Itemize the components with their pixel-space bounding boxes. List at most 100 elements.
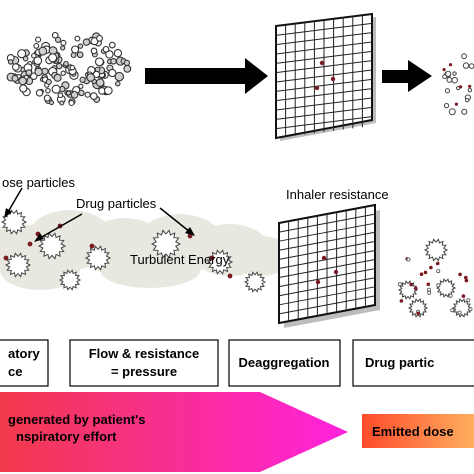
carrier-particle [58, 269, 82, 291]
powder-grain [25, 69, 33, 76]
grid-line [275, 60, 373, 74]
dispersed-grain [461, 108, 468, 115]
powder-grain [108, 41, 116, 49]
powder-grain [78, 89, 85, 97]
carrier-particle [84, 245, 112, 271]
powder-grain [7, 59, 14, 65]
carrier-particle [206, 249, 234, 275]
grid-line [275, 116, 373, 130]
drug-particle [448, 63, 453, 67]
powder-grain [63, 60, 69, 67]
powder-grain [45, 87, 51, 94]
dispersed-particles-middle [397, 238, 473, 318]
powder-grain [86, 73, 96, 82]
grid-line [275, 50, 373, 64]
dispersed-grain [467, 88, 473, 93]
dispersed-grain [457, 310, 462, 315]
powder-grain [60, 70, 66, 76]
stage-box-4-line1: Drug partic [365, 355, 434, 370]
powder-grain [19, 84, 28, 93]
powder-grain [60, 45, 66, 51]
powder-grain [102, 45, 110, 53]
drug-particle [399, 299, 404, 303]
emitted-dose-box: Emitted dose [362, 414, 474, 448]
drug-particle [89, 243, 95, 249]
turbulent-energy-label: Turbulent Energy [130, 252, 230, 267]
powder-grain [113, 49, 123, 58]
powder-grain [43, 94, 51, 102]
powder-grain [74, 35, 81, 42]
dispersed-grain [397, 282, 402, 287]
powder-grain [115, 80, 121, 87]
grid-line [278, 231, 376, 251]
powder-grain [60, 39, 67, 46]
powder-grain [11, 74, 19, 82]
dispersed-grain [406, 257, 411, 262]
powder-grain [78, 83, 84, 89]
carrier-particle [0, 209, 28, 235]
stage-box-3-line1: Deaggregation [238, 355, 329, 370]
powder-grain [123, 59, 131, 67]
powder-grain [45, 78, 52, 85]
drug-particles-label: Drug particles [76, 196, 157, 211]
drug-particle [209, 255, 215, 261]
dispersed-grain [468, 63, 474, 69]
grid-line [278, 277, 376, 297]
drug-particle [461, 294, 466, 298]
inhaler-grid-middle [278, 203, 380, 328]
cloud-blob [100, 252, 200, 288]
dispersed-grain [436, 283, 441, 288]
powder-grain [38, 46, 48, 56]
drug-particle [27, 241, 33, 247]
dispersed-carrier [451, 298, 473, 318]
dispersed-grain [445, 70, 452, 77]
stage-box-3: Deaggregation [228, 339, 341, 387]
drug-particle [3, 255, 9, 261]
drug-particle [426, 282, 431, 287]
powder-grain [110, 58, 117, 65]
powder-grain [11, 63, 20, 71]
grid-line [278, 295, 376, 315]
powder-grain [33, 56, 43, 65]
drug-particle [458, 272, 462, 277]
drug-particle [464, 278, 469, 283]
drug-particle [414, 286, 418, 291]
dispersed-grain [451, 76, 459, 84]
grid-line [275, 32, 373, 46]
cloud-blob [232, 236, 292, 276]
grid-line [278, 268, 376, 288]
grid-line [275, 106, 373, 120]
powder-grain [79, 76, 86, 83]
stage-box-4: Drug partic [352, 339, 474, 387]
powder-grain [105, 50, 114, 59]
patient-effort-line1: generated by patient's [8, 412, 145, 427]
lactose-particles-label: ose particles [2, 175, 75, 190]
powder-grain [82, 38, 91, 46]
powder-grain [17, 49, 27, 59]
powder-grain [103, 86, 113, 95]
carrier-and-drug-particles [0, 209, 267, 293]
powder-grain [90, 47, 98, 55]
dispersed-carrier [423, 238, 449, 262]
patient-effort-line2: nspiratory effort [16, 429, 117, 444]
powder-grain [51, 31, 59, 39]
grid-line [275, 41, 373, 55]
powder-grain [33, 42, 40, 49]
powder-grain [35, 36, 42, 43]
stage-box-1-line1: atory [8, 346, 41, 361]
emitted-dose-label: Emitted dose [372, 424, 454, 439]
powder-grain [53, 73, 62, 82]
dispersed-grain [461, 53, 468, 60]
powder-grain [48, 100, 55, 106]
dispersed-grain [448, 293, 453, 298]
powder-grain [35, 89, 44, 97]
powder-grain [59, 100, 65, 106]
stage-box-1: atory ce [0, 339, 49, 387]
powder-grain [94, 57, 104, 67]
dispersed-grain [452, 71, 457, 76]
dispersed-grain [450, 308, 455, 313]
dispersed-carrier [435, 278, 457, 298]
powder-grain [18, 76, 27, 86]
dispersed-grain [462, 62, 470, 69]
dispersed-grain [465, 98, 470, 103]
